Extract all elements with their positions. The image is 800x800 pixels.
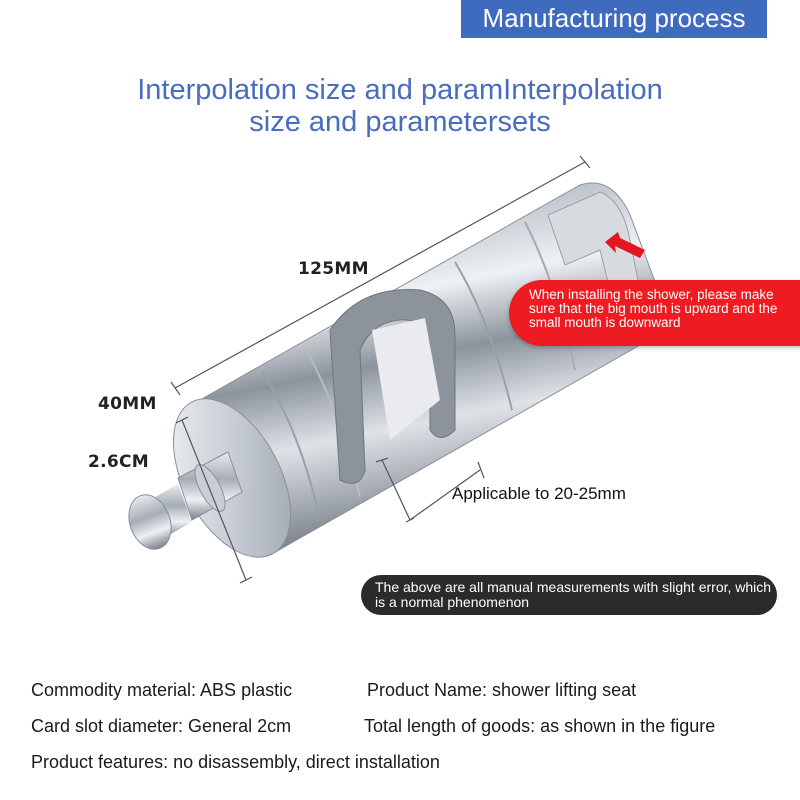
- height-label: 40MM: [98, 394, 157, 414]
- grey-clamp: [329, 289, 456, 484]
- spec-material: Commodity material: ABS plastic: [31, 680, 293, 700]
- measurement-note: The above are all manual measurements wi…: [361, 575, 777, 615]
- spec-length: Total length of goods: as shown in the f…: [364, 716, 716, 736]
- install-note-text: When installing the shower, please make …: [529, 287, 778, 330]
- install-note: When installing the shower, please make …: [509, 280, 800, 346]
- arrow-icon: [605, 232, 645, 258]
- measurement-note-text: The above are all manual measurements wi…: [375, 579, 772, 610]
- section-banner: Manufacturing process: [461, 0, 767, 38]
- dimension-lines: [170, 155, 591, 584]
- spec-product-name: Product Name: shower lifting seat: [367, 680, 637, 700]
- adjust-knob: [128, 451, 243, 550]
- length-label: 125MM: [298, 259, 369, 279]
- applicable-label: Applicable to 20-25mm: [452, 484, 626, 503]
- spec-slot: Card slot diameter: General 2cm: [31, 716, 292, 736]
- knob-diameter-label: 2.6CM: [88, 452, 150, 472]
- page-headline: Interpolation size and paramInterpolatio…: [0, 74, 800, 138]
- headline-line-1: Interpolation size and paramInterpolatio…: [137, 74, 663, 106]
- spec-features: Product features: no disassembly, direct…: [31, 752, 440, 772]
- headline-line-2: size and parametersets: [249, 106, 551, 138]
